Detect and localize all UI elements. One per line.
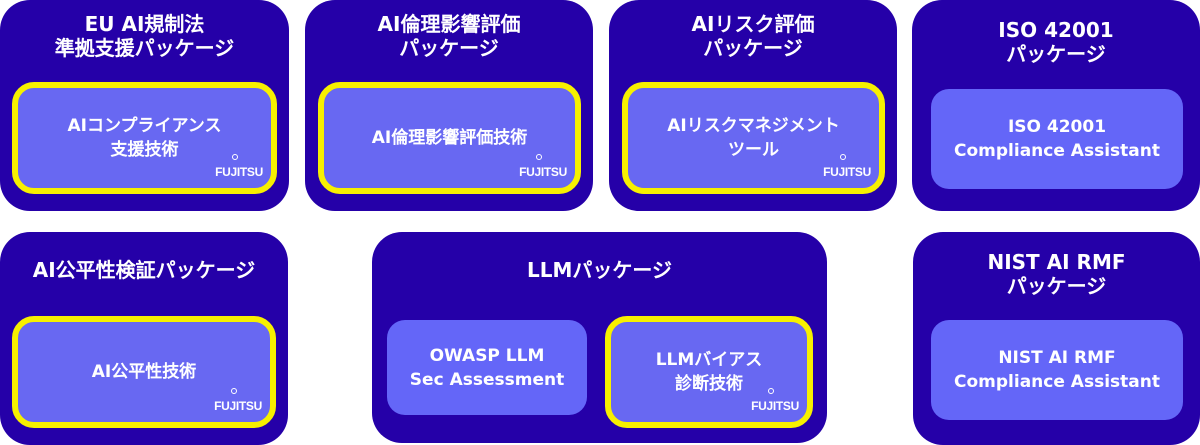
tech-label-line: ISO 42001	[1007, 117, 1107, 137]
package-title: EU AI規制法 準拠支援パッケージ	[0, 12, 289, 60]
fujitsu-logo: FUJITSU	[823, 154, 871, 184]
package-nist-ai-rmf: NIST AI RMF パッケージ NIST AI RMF Compliance…	[913, 232, 1200, 445]
package-title-line: パッケージ	[1006, 42, 1106, 66]
fujitsu-logo-text: FUJITSU	[751, 399, 799, 413]
package-title-line: パッケージ	[399, 36, 499, 60]
tech-label-line: Sec Assessment	[409, 369, 565, 390]
package-title-line: EU AI規制法	[84, 12, 205, 36]
tech-label-line: ツール	[728, 140, 779, 160]
tech-ai-fairness: AI公平性技術 FUJITSU	[12, 316, 276, 428]
package-title: AI公平性検証パッケージ	[0, 258, 288, 282]
tech-label-line: OWASP LLM	[429, 345, 545, 366]
tech-label-line: 診断技術	[675, 374, 743, 394]
tech-label-line: AI倫理影響評価技術	[371, 128, 528, 148]
tech-label-line: 支援技術	[110, 140, 179, 160]
tech-ai-compliance-support: AIコンプライアンス 支援技術 FUJITSU	[12, 82, 277, 194]
package-title: AIリスク評価 パッケージ	[609, 12, 897, 60]
tech-llm-bias-diagnosis: LLMバイアス 診断技術 FUJITSU	[605, 316, 813, 428]
fujitsu-logo-text: FUJITSU	[823, 165, 871, 179]
tech-label-line: AIコンプライアンス	[67, 116, 222, 136]
tech-ai-risk-management-tool: AIリスクマネジメント ツール FUJITSU	[622, 82, 885, 194]
tech-label-line: AI公平性技術	[91, 362, 197, 382]
tech-label-line: Compliance Assistant	[954, 372, 1160, 392]
fujitsu-logo: FUJITSU	[751, 388, 799, 418]
fujitsu-logo-loop-icon	[768, 388, 775, 394]
fujitsu-logo: FUJITSU	[519, 154, 567, 184]
fujitsu-logo: FUJITSU	[215, 154, 263, 184]
fujitsu-logo-text: FUJITSU	[215, 165, 263, 179]
package-title-line: LLMパッケージ	[527, 258, 672, 282]
fujitsu-logo-text: FUJITSU	[519, 165, 567, 179]
package-title-line: ISO 42001	[998, 18, 1114, 42]
tech-ai-ethics-impact-assessment: AI倫理影響評価技術 FUJITSU	[318, 82, 581, 194]
package-llm: LLMパッケージ OWASP LLM Sec Assessment LLMバイア…	[372, 232, 827, 443]
package-ai-risk-assessment: AIリスク評価 パッケージ AIリスクマネジメント ツール FUJITSU	[609, 0, 897, 211]
package-title: AI倫理影響評価 パッケージ	[305, 12, 593, 60]
tech-iso-42001-compliance-assistant: ISO 42001 Compliance Assistant	[931, 89, 1183, 189]
tech-label-line: AIリスクマネジメント	[667, 116, 840, 136]
fujitsu-logo-loop-icon	[840, 154, 847, 160]
package-title-line: AI公平性検証パッケージ	[32, 258, 256, 282]
fujitsu-logo: FUJITSU	[214, 388, 262, 418]
package-eu-ai-act: EU AI規制法 準拠支援パッケージ AIコンプライアンス 支援技術 FUJIT…	[0, 0, 289, 211]
package-ai-fairness: AI公平性検証パッケージ AI公平性技術 FUJITSU	[0, 232, 288, 445]
fujitsu-logo-loop-icon	[231, 388, 238, 394]
package-title-line: パッケージ	[1006, 274, 1107, 298]
package-title-line: NIST AI RMF	[987, 250, 1126, 274]
package-iso-42001: ISO 42001 パッケージ ISO 42001 Compliance Ass…	[912, 0, 1200, 211]
fujitsu-logo-loop-icon	[232, 154, 239, 160]
package-ai-ethics-impact: AI倫理影響評価 パッケージ AI倫理影響評価技術 FUJITSU	[305, 0, 593, 211]
tech-label-line: NIST AI RMF	[998, 348, 1116, 368]
tech-label-line: Compliance Assistant	[954, 141, 1160, 161]
package-title-line: AIリスク評価	[691, 12, 815, 36]
tech-owasp-llm-sec-assessment: OWASP LLM Sec Assessment	[387, 320, 587, 415]
package-title: LLMパッケージ	[372, 258, 827, 282]
fujitsu-logo-text: FUJITSU	[214, 399, 262, 413]
tech-nist-ai-rmf-compliance-assistant: NIST AI RMF Compliance Assistant	[931, 320, 1183, 420]
tech-label-line: LLMバイアス	[655, 350, 763, 370]
package-title-line: パッケージ	[703, 36, 803, 60]
fujitsu-logo-loop-icon	[536, 154, 543, 160]
package-title-line: AI倫理影響評価	[377, 12, 521, 36]
package-title: ISO 42001 パッケージ	[912, 18, 1200, 66]
package-title: NIST AI RMF パッケージ	[913, 250, 1200, 298]
package-title-line: 準拠支援パッケージ	[54, 36, 235, 60]
